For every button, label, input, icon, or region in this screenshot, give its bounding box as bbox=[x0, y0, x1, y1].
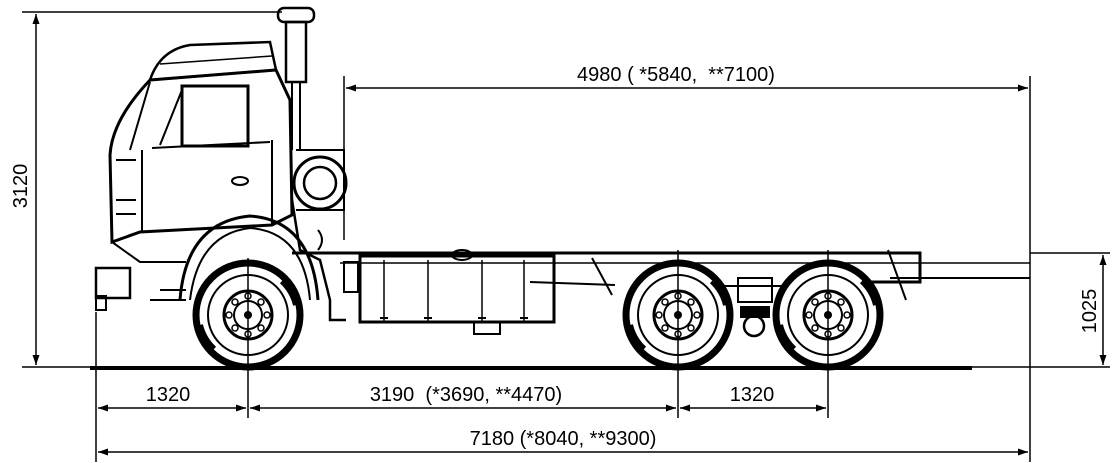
label-bogie-spacing: 1320 bbox=[730, 384, 775, 406]
cab bbox=[94, 40, 294, 311]
dimension-labels: 3120 1025 4980 ( *5840, **7100) 1320 319… bbox=[10, 64, 1101, 450]
dimension-lines bbox=[22, 11, 1110, 462]
rear-suspension bbox=[720, 277, 790, 338]
label-frame-height: 1025 bbox=[1079, 289, 1101, 334]
door-handle bbox=[231, 176, 249, 186]
front-bumper bbox=[94, 266, 132, 300]
ground-line bbox=[90, 366, 972, 370]
truck-side-view bbox=[90, 6, 1030, 371]
label-wheelbase: 3190 (*3690, **4470) bbox=[370, 384, 562, 406]
label-overall-height: 3120 bbox=[10, 164, 32, 209]
label-front-overhang: 1320 bbox=[146, 384, 191, 406]
fuel-tank bbox=[343, 249, 556, 335]
front-fender bbox=[150, 214, 320, 301]
air-intake-pipe bbox=[276, 6, 316, 150]
door-window bbox=[180, 84, 250, 148]
label-body-length: 4980 ( *5840, **7100) bbox=[577, 64, 775, 86]
label-overall-length: 7180 (*8040, **9300) bbox=[470, 428, 657, 450]
